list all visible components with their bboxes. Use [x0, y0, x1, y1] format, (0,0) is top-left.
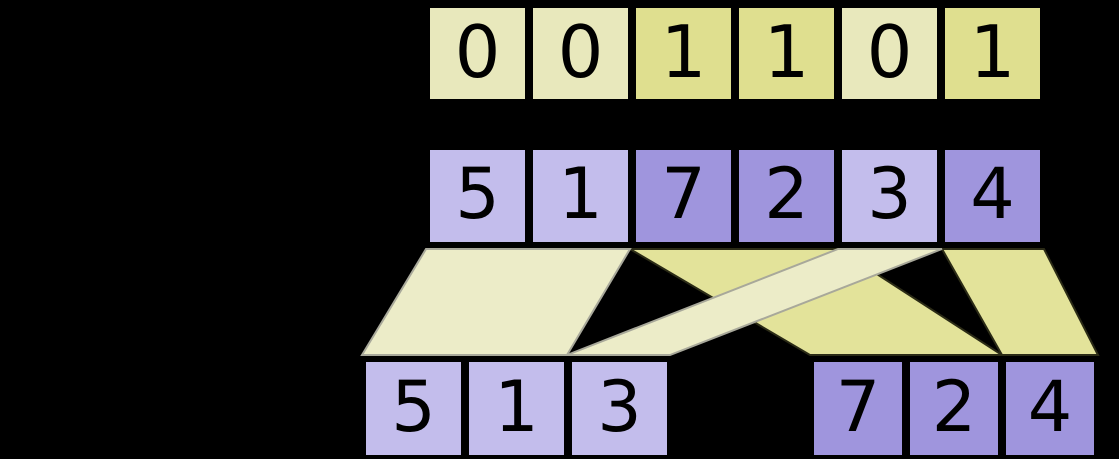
ribbon-true-4 [940, 248, 1100, 356]
out-cell: 4 [1002, 358, 1098, 459]
mask-cell: 1 [632, 4, 735, 103]
mask-cell-value: 1 [969, 9, 1016, 94]
out-cell-value: 3 [597, 365, 642, 448]
mask-cell: 1 [941, 4, 1044, 103]
data-cell: 2 [735, 146, 838, 246]
out-cell-value: 2 [931, 365, 977, 448]
mask-cell: 0 [838, 4, 941, 103]
data-cell-value: 5 [455, 153, 500, 235]
out-cell-value: 1 [494, 365, 539, 448]
data-cell: 4 [941, 146, 1044, 246]
mask-cell-value: 0 [454, 9, 501, 94]
data-cell-value: 1 [558, 153, 603, 235]
data-cell-value: 7 [661, 153, 706, 235]
data-cell-value: 3 [867, 153, 912, 235]
out-cell: 3 [568, 358, 671, 459]
out-cell: 1 [465, 358, 568, 459]
mask-cell-value: 1 [763, 9, 810, 94]
mask-cell: 0 [426, 4, 529, 103]
mask-cell-value: 1 [660, 9, 707, 94]
out-cell-value: 5 [391, 365, 436, 448]
data-cell-value: 4 [970, 153, 1015, 235]
data-cell: 1 [529, 146, 632, 246]
out-cell: 2 [906, 358, 1002, 459]
ribbon-false-3 [566, 248, 943, 356]
out-cell: 5 [362, 358, 465, 459]
data-cell: 3 [838, 146, 941, 246]
mask-cell-value: 0 [557, 9, 604, 94]
mask-cell: 1 [735, 4, 838, 103]
ribbon-false-5-1 [360, 248, 632, 356]
out-cell-value: 4 [1027, 365, 1073, 448]
mask-cell: 0 [529, 4, 632, 103]
mask-cell-value: 0 [866, 9, 913, 94]
data-cell: 7 [632, 146, 735, 246]
out-cell-value: 7 [835, 365, 881, 448]
data-cell-value: 2 [764, 153, 809, 235]
out-cell: 7 [810, 358, 906, 459]
data-cell: 5 [426, 146, 529, 246]
